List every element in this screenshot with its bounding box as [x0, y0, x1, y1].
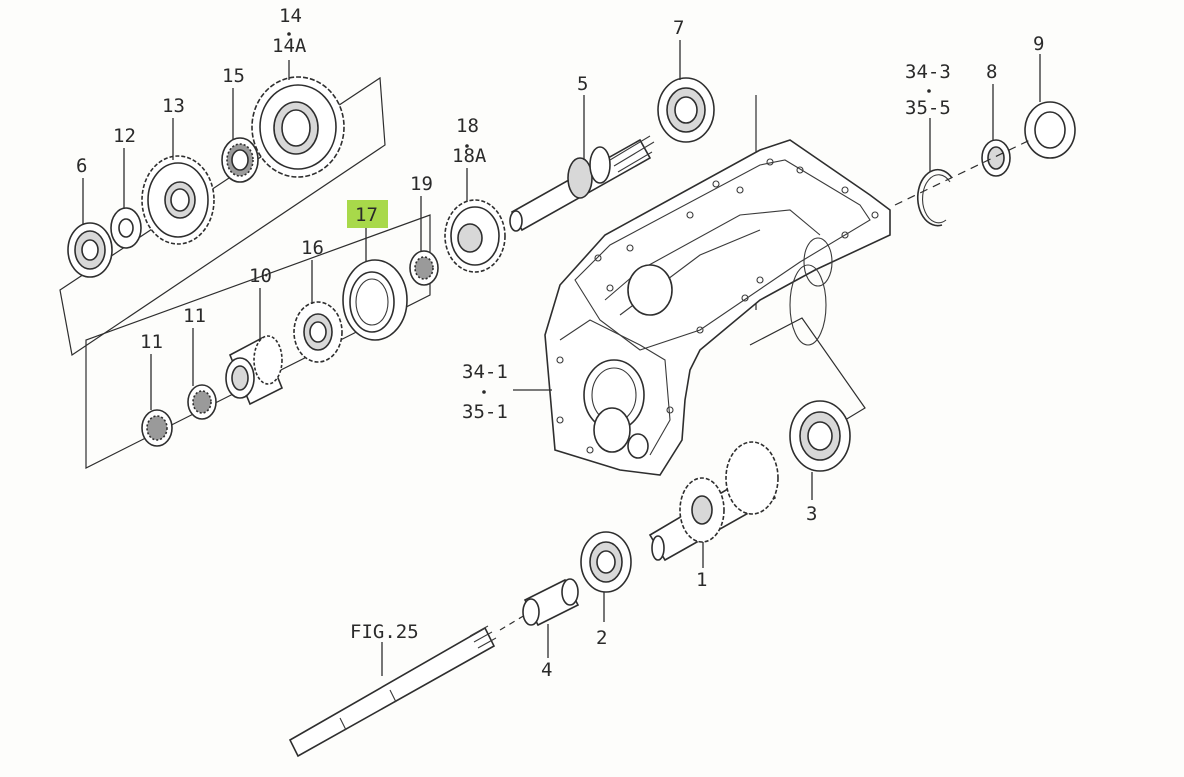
- part-15-needle-bearing: [221, 137, 259, 183]
- part-19-needle-bearing: [409, 250, 439, 286]
- callout-10[interactable]: 10: [249, 265, 272, 287]
- part-18-gear: [444, 199, 506, 273]
- callout-13[interactable]: 13: [162, 95, 185, 117]
- axis-line-right: [894, 139, 1031, 206]
- input-shaft: [288, 625, 497, 758]
- part-17-synchro-ring: [342, 259, 408, 341]
- callout-14[interactable]: 14: [279, 5, 302, 27]
- callout-labels: 1 2 3 4 5 6 7 8 9 10 11 11 12 13 14 14A …: [76, 5, 1044, 681]
- callout-11-upper[interactable]: 11: [183, 305, 206, 327]
- transmission-case: [544, 139, 891, 476]
- callout-2[interactable]: 2: [596, 627, 607, 649]
- callout-34-3[interactable]: 34-3: [905, 61, 951, 83]
- leader-lines: [82, 40, 1041, 676]
- callout-12[interactable]: 12: [113, 125, 136, 147]
- callout-18[interactable]: 18: [456, 115, 479, 137]
- callout-35-1[interactable]: 35-1: [462, 401, 508, 423]
- callout-35-5[interactable]: 35-5: [905, 97, 951, 119]
- callout-5[interactable]: 5: [577, 73, 588, 95]
- callout-16[interactable]: 16: [301, 237, 324, 259]
- part-14-gear: [251, 76, 345, 178]
- part-9-oil-seal: [1024, 101, 1076, 159]
- part-1-counter-shaft: [648, 441, 779, 562]
- callout-8[interactable]: 8: [986, 61, 997, 83]
- part-3-ball-bearing: [789, 400, 851, 472]
- case-bore-lower: [593, 407, 631, 453]
- part-11-needle-bearing-upper: [187, 384, 217, 420]
- figure-reference-label[interactable]: FIG.25: [350, 621, 419, 643]
- callout-9[interactable]: 9: [1033, 33, 1044, 55]
- part-5-shaft: [509, 135, 655, 232]
- callout-7[interactable]: 7: [673, 17, 684, 39]
- part-6-ball-bearing: [67, 222, 113, 278]
- part-8-collar: [981, 139, 1011, 177]
- part-12-collar: [110, 207, 142, 249]
- callout-14a[interactable]: 14A: [272, 35, 307, 57]
- callout-15[interactable]: 15: [222, 65, 245, 87]
- part-4-sleeve: [522, 578, 580, 627]
- callout-34-1[interactable]: 34-1: [462, 361, 508, 383]
- callout-18a[interactable]: 18A: [452, 145, 487, 167]
- part-7-ball-bearing: [657, 77, 715, 143]
- callout-17[interactable]: 17: [355, 204, 378, 226]
- lower-gear-group-frame: [85, 214, 431, 469]
- label-separator-dots: [287, 32, 931, 394]
- part-11-needle-bearing-lower: [141, 409, 173, 447]
- part-16-hub: [293, 301, 343, 363]
- callout-6[interactable]: 6: [76, 155, 87, 177]
- part-10-sleeve-gear: [225, 335, 284, 406]
- part-34-3-snap-ring: [916, 168, 953, 227]
- case-bore-side: [789, 264, 827, 346]
- highlight-box-17: [347, 200, 388, 228]
- callout-19[interactable]: 19: [410, 173, 433, 195]
- callout-1[interactable]: 1: [696, 569, 707, 591]
- part-2-ball-bearing: [580, 531, 632, 593]
- callout-11-lower[interactable]: 11: [140, 331, 163, 353]
- part-13-gear: [141, 155, 215, 245]
- callout-3[interactable]: 3: [806, 503, 817, 525]
- callout-4[interactable]: 4: [541, 659, 552, 681]
